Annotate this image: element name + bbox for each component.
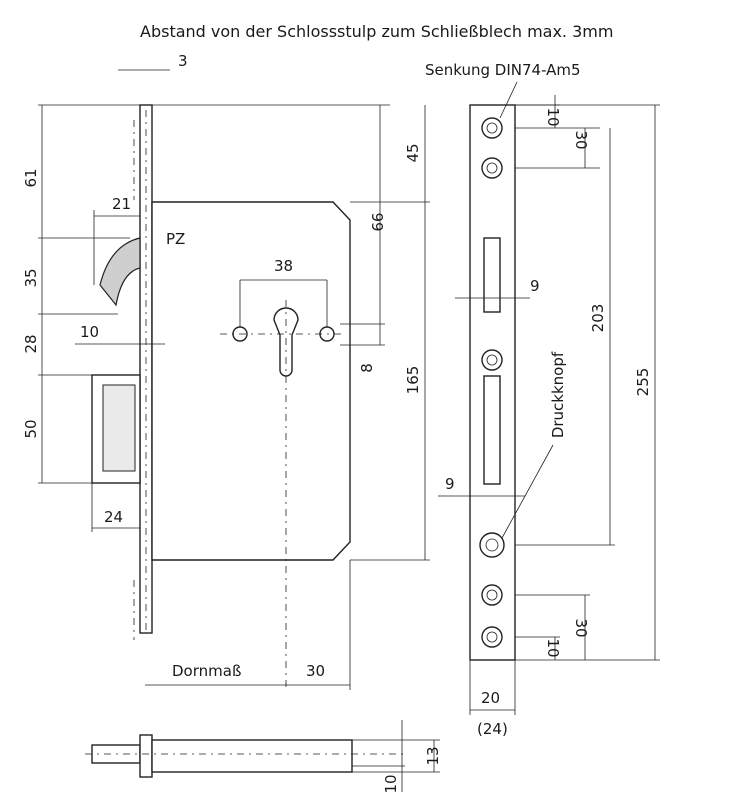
dim-203: 203 (589, 304, 607, 333)
lock-side-view (91, 104, 351, 690)
bottom-case (151, 739, 353, 773)
countersink-hole-4 (481, 584, 503, 606)
bottom-faceplate (139, 734, 153, 778)
dim-21: 21 (112, 195, 131, 213)
druckknopf-label: Druckknopf (549, 351, 567, 438)
dim-30-low: 30 (572, 618, 590, 637)
latch-bolt (99, 237, 141, 307)
dim-61: 61 (22, 168, 40, 187)
bolt-opening (483, 375, 501, 485)
dim-30-top: 30 (572, 130, 590, 149)
left-view-dimensions: 61 35 28 50 3 21 10 24 PZ 38 Dornmaß 30 … (22, 52, 430, 690)
dim-10-handle: 10 (80, 323, 99, 341)
dim-9-bottom: 9 (445, 475, 455, 493)
dim-165: 165 (404, 366, 422, 395)
dim-99: 99 (368, 212, 386, 231)
latch-opening (483, 237, 501, 313)
dim-20: 20 (481, 689, 500, 707)
dim-10-top: 10 (544, 107, 562, 126)
dim-255: 255 (634, 368, 652, 397)
dim-3: 3 (178, 52, 188, 70)
dim-38: 38 (274, 257, 293, 275)
bottom-view: 13 10 (85, 720, 442, 794)
dornmass-label: Dornmaß (172, 662, 241, 680)
right-view-dimensions: Senkung DIN74-Am5 10 30 9 9 Druckknopf 2… (425, 61, 660, 738)
countersink-hole-5 (481, 626, 503, 648)
dim-13: 13 (424, 746, 442, 765)
dim-50: 50 (22, 419, 40, 438)
druckknopf-hole (479, 532, 505, 558)
dim-24-paren: (24) (477, 720, 508, 738)
dim-30-backset: 30 (306, 662, 325, 680)
dim-45: 45 (404, 143, 422, 162)
dim-35: 35 (22, 268, 40, 287)
senkung-label: Senkung DIN74-Am5 (425, 61, 581, 79)
countersink-hole-3 (481, 349, 503, 371)
dim-8: 8 (358, 363, 376, 373)
dim-9-top: 9 (530, 277, 540, 295)
drawing-title: Abstand von der Schlossstulp zum Schließ… (140, 22, 613, 41)
dead-bolt (91, 374, 141, 484)
countersink-hole-1 (481, 117, 503, 139)
pz-label: PZ (166, 230, 185, 248)
countersink-hole-2 (481, 157, 503, 179)
dim-28: 28 (22, 334, 40, 353)
dim-24: 24 (104, 508, 123, 526)
dim-10-low: 10 (544, 638, 562, 657)
dim-10-bolt: 10 (382, 774, 400, 793)
faceplate-front-view (469, 104, 516, 661)
lock-case (151, 201, 351, 561)
